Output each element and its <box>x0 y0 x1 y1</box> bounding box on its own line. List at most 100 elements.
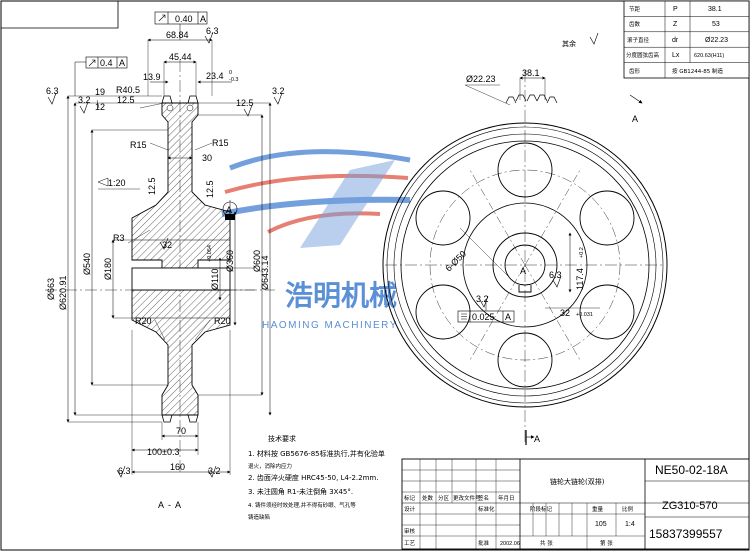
tech-req-line-5: 铸造缺陷 <box>248 513 270 521</box>
date: 2002.06 <box>500 541 520 547</box>
tb-r4-2: 批准 <box>478 539 490 547</box>
rough-3-2-left: 3.2 <box>78 95 91 105</box>
scale: 1:4 <box>625 521 635 528</box>
dim-19: 19 <box>95 87 105 97</box>
gdt-040-ref: A <box>200 14 206 24</box>
param-value-3: 620.63(H11) <box>694 53 724 59</box>
section-label: A - A <box>158 500 182 510</box>
dim-d110-tol: +0.054 <box>207 245 213 262</box>
watermark-logo <box>221 149 411 248</box>
param-label-4: 齿形 <box>629 67 641 75</box>
dim-23-4-tol-lower: -0.3 <box>229 77 238 83</box>
param-value-0: 38.1 <box>708 6 722 13</box>
material: ZG310-570 <box>662 500 718 512</box>
tech-req-line-1: 退火，消除内应力 <box>248 462 292 470</box>
dim-kw-117-4-tol: +0.2 <box>579 247 585 258</box>
watermark-brand-en: HAOMING MACHINERY <box>262 320 398 331</box>
rough-6-3-bottom: 6.3 <box>118 466 131 476</box>
dim-d600: Ø600 <box>252 250 262 272</box>
datum-a-section: A <box>226 205 232 215</box>
dim-r15-left: R15 <box>130 140 147 150</box>
section-dimension-labels: 0.40 A 0.4 A 68.84 45.44 13.9 23.4 0 -0.… <box>46 14 285 510</box>
dim-d663: Ø663 <box>46 278 56 300</box>
dim-taper: 1:20 <box>108 178 126 188</box>
param-label-2: 滚子直径 <box>627 36 650 44</box>
dim-d22-23: Ø22.23 <box>466 74 496 84</box>
param-label-1: 齿数 <box>629 20 641 28</box>
dim-6-d50: 6-Ø50 <box>443 249 468 274</box>
section-view <box>45 11 283 478</box>
gdt-0025-ref: A <box>505 312 511 322</box>
rough-6-3-top: 6.3 <box>206 26 219 36</box>
drawing-number: NE50-02-18A <box>655 463 728 477</box>
tb-r4-4: 共 张 <box>540 539 553 547</box>
rough-12-5-top: 12.5 <box>117 95 135 105</box>
gdt-04-value: 0.4 <box>100 58 113 68</box>
section-cut-top: A <box>632 114 638 124</box>
front-view <box>382 32 668 445</box>
tb-r4-0: 工艺 <box>404 540 416 547</box>
dim-100: 100±0.3 <box>147 447 179 457</box>
tb-r2-5: 重量 <box>592 505 604 513</box>
section-cut-bottom: A <box>534 434 540 444</box>
rough-3-2-right: 3.2 <box>272 86 285 96</box>
dim-kw-117-4: 117.4 <box>575 268 585 290</box>
title-block-text: 链轮大链轮(双排) NE50-02-18A ZG310-570 15837399… <box>404 463 728 547</box>
rough-3-2-key: 3.2 <box>476 294 489 304</box>
tb-r4-5: 第 张 <box>600 539 613 547</box>
dim-23-4: 23.4 <box>206 71 224 81</box>
dim-kw-32-tol: +0.031 <box>576 312 593 318</box>
dim-r3: R3 <box>113 233 125 243</box>
dim-d540: Ø540 <box>82 253 92 275</box>
dim-pitch-38-1: 38.1 <box>522 68 540 78</box>
param-symbol-1: Z <box>673 21 678 28</box>
gdt-0025-value: 0.025 <box>472 312 495 322</box>
dim-160: 160 <box>170 462 185 472</box>
dim-d360: Ø360 <box>225 250 235 272</box>
tech-req-line-0: 1. 材料按 GB5676-85标准执行,并有化验单 <box>248 449 385 458</box>
gdt-04-ref: A <box>119 58 125 68</box>
title-block <box>401 458 750 550</box>
rough-3-2-bottom: 3.2 <box>208 466 221 476</box>
dim-70: 70 <box>176 426 186 436</box>
gdt-040-value: 0.40 <box>175 14 193 24</box>
dim-68-84: 68.84 <box>166 30 189 40</box>
front-dimension-labels: 其余 Ø22.23 38.1 A A A 6.3 3.2 0.025 A 32 … <box>443 39 638 444</box>
dim-r15-right: R15 <box>212 138 229 148</box>
weight: 105 <box>595 521 607 528</box>
param-label-3: 分度圆弦齿高 <box>626 51 660 59</box>
tech-req-heading: 技术要求 <box>268 434 296 443</box>
tech-req-line-2: 2. 齿面淬火硬度 HRC45-50, L4-2.2mm. <box>248 473 378 482</box>
dim-d180: Ø180 <box>103 258 113 280</box>
tb-r1-4: 签名 <box>478 494 489 502</box>
parameter-table-cells: 节距 P 38.1 齿数 Z 53 滚子直径 dr Ø22.23 分度圆弦齿高 … <box>626 5 728 75</box>
dim-d110: Ø110 <box>210 269 220 290</box>
tech-req-line-4: 4. 铸件须经时效处理,并不得有砂眼、气孔等 <box>248 501 356 509</box>
datum-a-bore: A <box>520 266 526 276</box>
param-value-1: 53 <box>712 21 720 28</box>
rough-6-3-key: 6.3 <box>549 270 562 280</box>
param-value-4: 按 GB1244-85 制造 <box>672 67 724 75</box>
dim-13-9: 13.9 <box>143 72 161 82</box>
param-symbol-0: P <box>673 6 678 13</box>
dim-r20-left: R20 <box>135 316 152 326</box>
tb-r1-1: 处数 <box>422 494 434 502</box>
part-name: 链轮大链轮(双排) <box>550 477 605 486</box>
tb-r1-0: 标记 <box>404 494 416 502</box>
tb-r2-2: 标准化 <box>478 505 495 513</box>
tb-r2-6: 比例 <box>622 505 634 513</box>
dim-kw-32: 32 <box>560 308 570 318</box>
param-symbol-2: dr <box>672 37 679 44</box>
tb-r1-2: 分区 <box>438 494 450 502</box>
dim-12: 12 <box>95 102 105 112</box>
other-label: 其余 <box>562 39 576 48</box>
tb-r2-0: 设计 <box>404 505 416 513</box>
tb-r2-4: 阶段标记 <box>530 505 553 513</box>
rough-12-5-web-r: 12.5 <box>205 180 215 198</box>
watermark-brand-cn: 浩明机械 <box>285 279 397 312</box>
phone-number: 15837399557 <box>649 527 723 541</box>
param-value-2: Ø22.23 <box>705 37 728 44</box>
parameter-table <box>623 0 750 79</box>
